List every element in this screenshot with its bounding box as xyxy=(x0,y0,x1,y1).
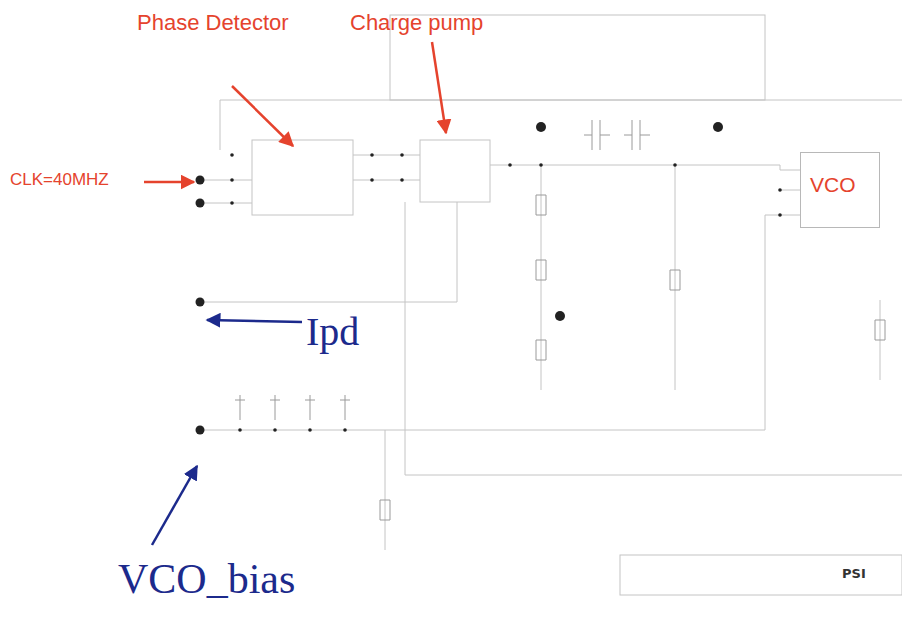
signal-name: VCO_bias xyxy=(118,556,295,602)
signal-name: Ipd xyxy=(306,310,359,354)
logo-text: PSI xyxy=(842,567,866,581)
callout-label: Phase Detector xyxy=(137,11,289,35)
callout-label: Charge pump xyxy=(350,11,483,35)
callout-label: Phase Detector xyxy=(137,11,289,35)
junction-dots xyxy=(196,122,782,435)
signal-name: CLK=40MHZ xyxy=(10,171,109,190)
signal-name: VCO_bias xyxy=(118,556,295,602)
logo-text: PSI xyxy=(842,567,866,581)
signal-name: CLK=40MHZ xyxy=(10,171,109,190)
node-label: VCO xyxy=(810,173,870,196)
component-symbols xyxy=(235,120,885,520)
callout-label: Charge pump xyxy=(350,11,483,35)
signal-name: Ipd xyxy=(306,310,359,354)
wires xyxy=(200,15,902,595)
vco-box: VCO xyxy=(800,152,880,228)
callout-arrows xyxy=(144,42,446,545)
